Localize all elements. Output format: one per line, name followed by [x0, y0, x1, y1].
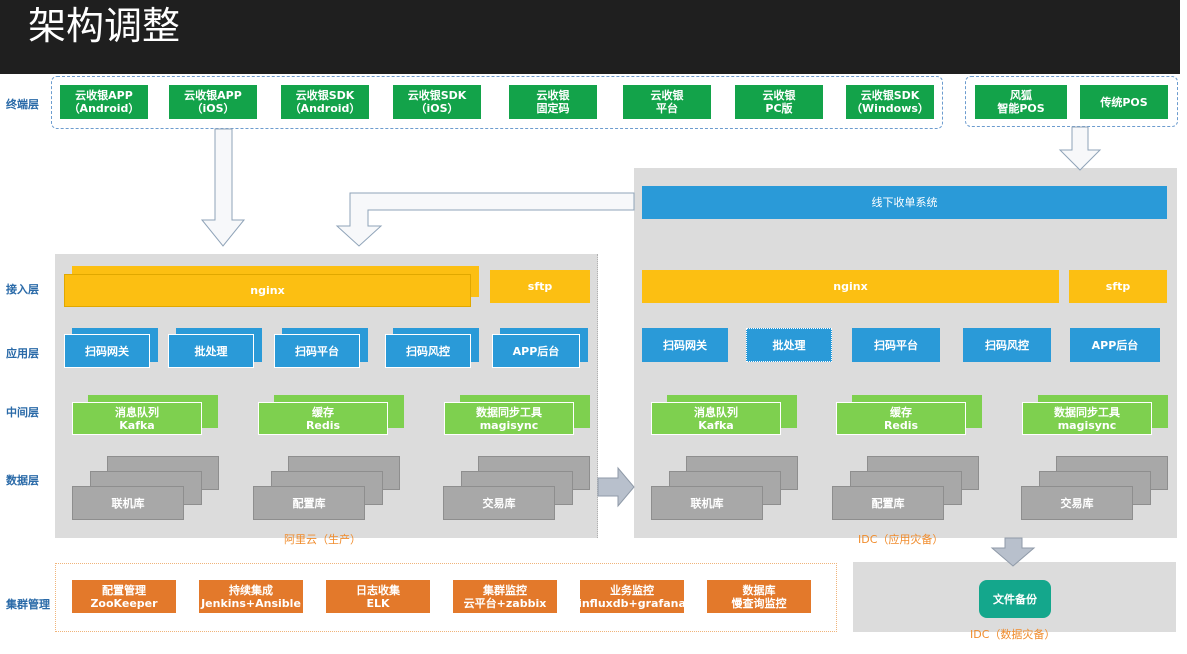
terminal-cloud-sdk-android: 云收银SDK（Android）	[281, 85, 369, 119]
terminal-traditional-pos: 传统POS	[1080, 85, 1168, 119]
layer-label-terminal: 终端层	[6, 98, 39, 111]
idc-caption: IDC（应用灾备）	[858, 533, 944, 546]
idc-online-db: 联机库	[651, 486, 763, 520]
idc-scan-platform: 扫码平台	[852, 328, 940, 362]
idc-config-db: 配置库	[832, 486, 944, 520]
title-bar: 架构调整	[0, 0, 1180, 74]
arrow-offline-to-aliyun	[335, 192, 635, 247]
idc-batch: 批处理	[746, 328, 832, 362]
offline-acquiring-system: 线下收单系统	[642, 186, 1167, 219]
aliyun-app-backend: APP后台	[492, 334, 580, 368]
idc-scan-gateway: 扫码网关	[642, 328, 728, 362]
aliyun-config-db: 配置库	[253, 486, 365, 520]
arrow-terminal-to-aliyun	[200, 128, 246, 247]
tool-zabbix: 集群监控云平台+zabbix	[453, 580, 557, 613]
idc-sftp: sftp	[1069, 270, 1167, 303]
arrow-pos-to-idc	[1058, 126, 1102, 171]
layer-label-data: 数据层	[6, 474, 39, 487]
file-backup: 文件备份	[979, 580, 1051, 618]
aliyun-trade-db: 交易库	[443, 486, 555, 520]
terminal-group-main	[51, 76, 943, 129]
layer-label-access: 接入层	[6, 283, 39, 296]
terminal-cloud-platform: 云收银平台	[623, 85, 711, 119]
aliyun-caption: 阿里云（生产）	[284, 533, 361, 546]
aliyun-nginx: nginx	[64, 274, 471, 307]
tool-slow-query-monitor: 数据库慢查询监控	[707, 580, 811, 613]
idc-trade-db: 交易库	[1021, 486, 1133, 520]
page-title: 架构调整	[28, 4, 181, 48]
aliyun-scan-gateway: 扫码网关	[64, 334, 150, 368]
terminal-cloud-fixed-code: 云收银固定码	[509, 85, 597, 119]
terminal-cloud-app-ios: 云收银APP（iOS）	[169, 85, 257, 119]
arrow-aliyun-to-idc	[597, 466, 635, 508]
layer-label-middleware: 中间层	[6, 406, 39, 419]
backup-caption: IDC（数据灾备）	[970, 628, 1056, 641]
idc-nginx: nginx	[642, 270, 1059, 303]
terminal-cloud-sdk-windows: 云收银SDK（Windows）	[846, 85, 934, 119]
aliyun-scan-risk: 扫码风控	[385, 334, 471, 368]
aliyun-batch: 批处理	[168, 334, 254, 368]
aliyun-online-db: 联机库	[72, 486, 184, 520]
terminal-cloud-sdk-ios: 云收银SDK（iOS）	[393, 85, 481, 119]
terminal-smart-pos: 风狐智能POS	[975, 85, 1067, 119]
idc-scan-risk: 扫码风控	[963, 328, 1051, 362]
layer-label-application: 应用层	[6, 347, 39, 360]
layer-label-cluster: 集群管理	[6, 598, 50, 611]
aliyun-scan-platform: 扫码平台	[274, 334, 360, 368]
aliyun-sftp: sftp	[490, 270, 590, 303]
idc-app-backend: APP后台	[1070, 328, 1160, 362]
terminal-cloud-app-android: 云收银APP（Android）	[60, 85, 148, 119]
cluster-management-group	[55, 563, 837, 632]
